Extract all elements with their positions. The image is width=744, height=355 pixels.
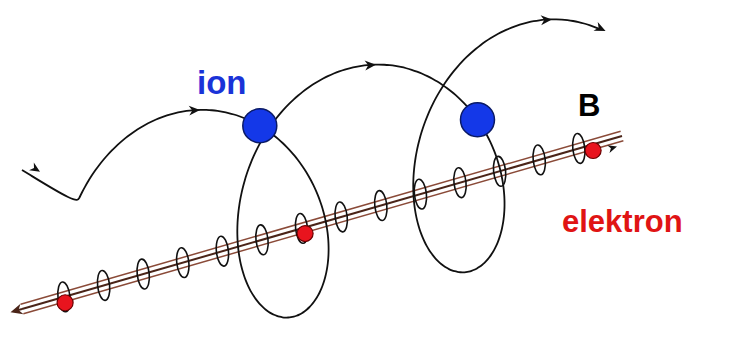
electron-gyration-loop [334, 201, 349, 232]
electron-gyration-loop [452, 167, 467, 198]
particles [57, 103, 601, 311]
electron-gyration-loop [215, 236, 230, 267]
arrow-head [365, 61, 376, 71]
electron-gyration-loop [175, 247, 190, 278]
electron-gyration-loop [532, 144, 547, 175]
electron-helix [56, 133, 617, 313]
arrow-head [594, 22, 606, 31]
arrow-head [607, 145, 617, 153]
ion-particle [460, 103, 494, 137]
field-line [21, 131, 621, 304]
ion-trajectory [22, 15, 606, 317]
electron-gyration-loop [571, 133, 586, 164]
arrow-head [189, 106, 200, 116]
field-line [16, 309, 22, 311]
electron-particle [57, 295, 73, 311]
arrow-head [29, 163, 40, 172]
electron-gyration-loop [96, 270, 111, 301]
electron-gyration-loop [254, 224, 269, 255]
electron-particle [585, 142, 601, 158]
particle-label: ion [197, 66, 246, 99]
ion-particle [243, 109, 277, 143]
field-line [23, 141, 623, 314]
electron-gyration-loop [136, 259, 151, 290]
field-lines [11, 131, 624, 314]
electron-gyration-loop [492, 156, 507, 187]
arrow-head [541, 15, 552, 25]
particle-label: elektron [562, 206, 683, 237]
electron-particle [297, 226, 313, 242]
arrow-head [11, 304, 24, 314]
field-label: B [578, 90, 600, 121]
field-line [22, 136, 622, 309]
ion-path [22, 19, 600, 317]
electron-gyration-loop [373, 190, 388, 221]
